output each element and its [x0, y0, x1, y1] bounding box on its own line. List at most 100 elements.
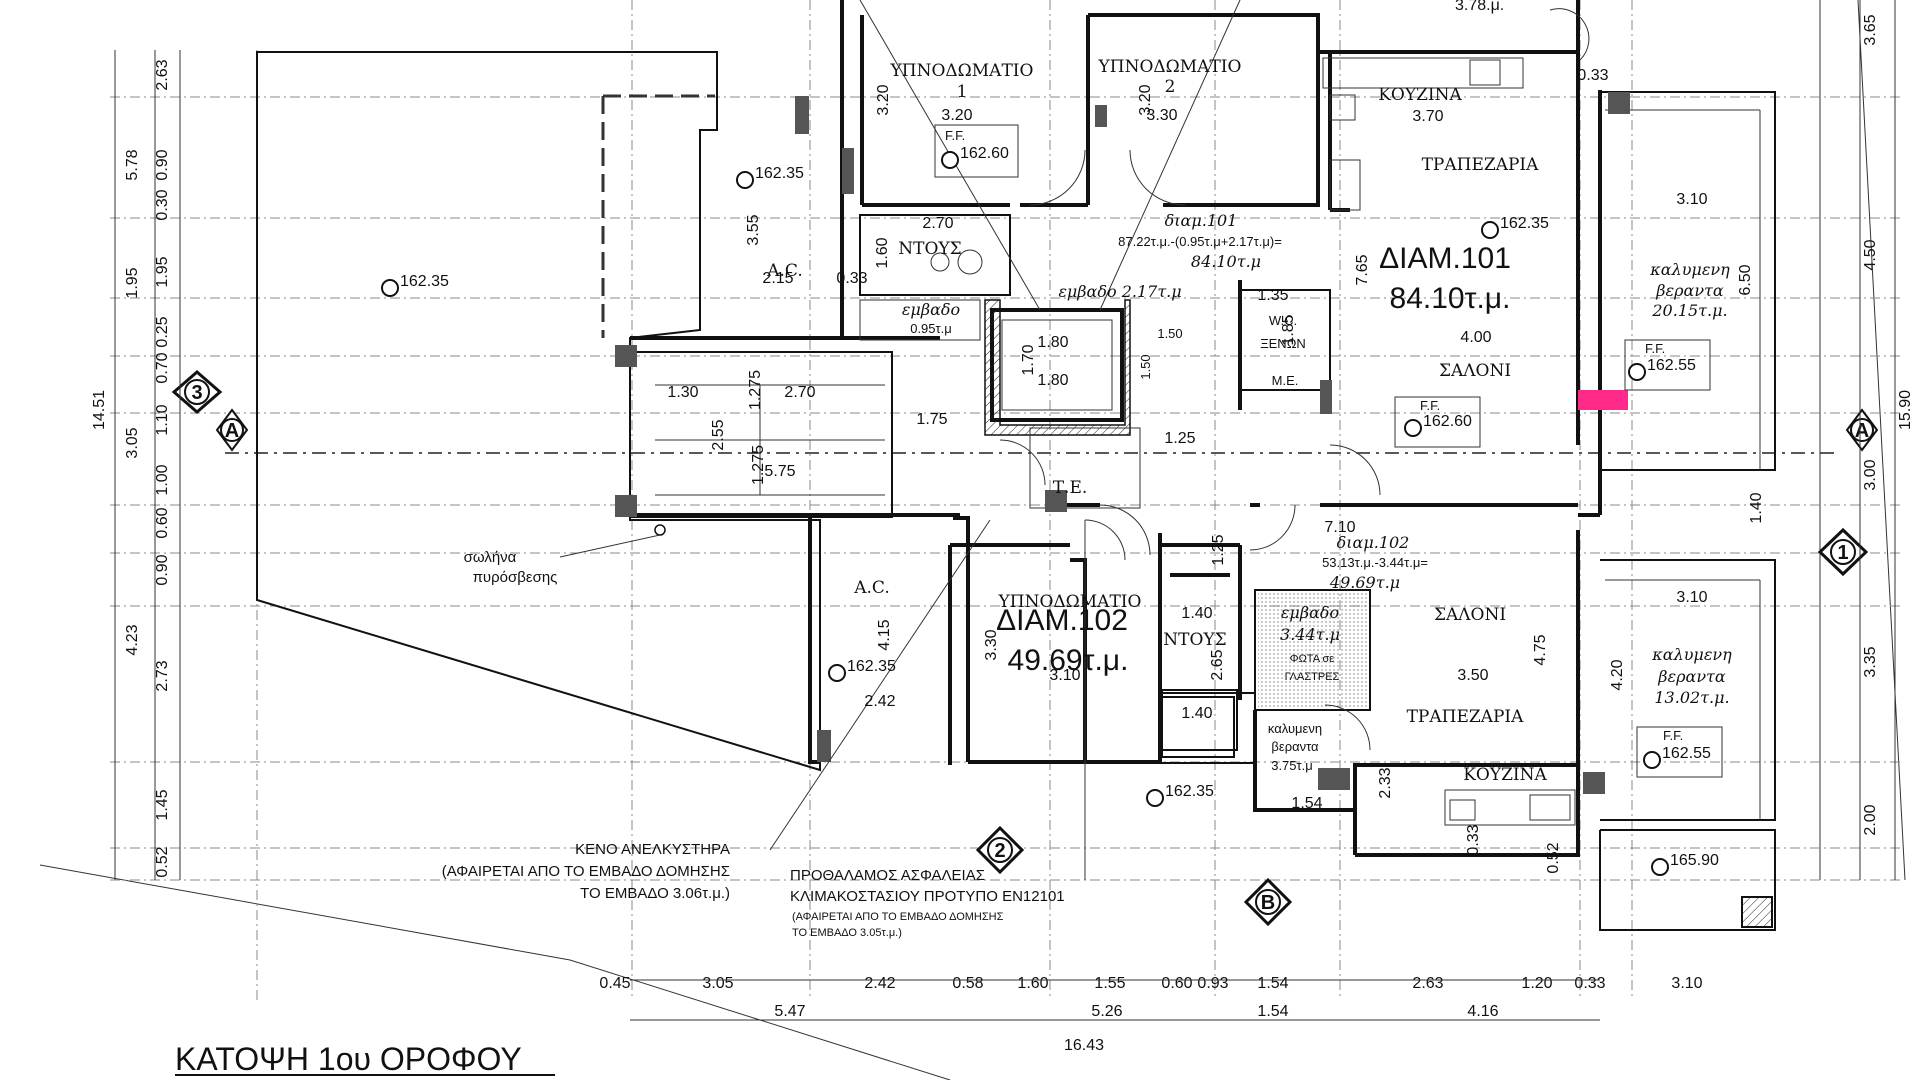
level-value: 162.35	[1500, 215, 1549, 232]
dimension-value: 0.58	[952, 975, 983, 992]
level-value: 162.35	[755, 165, 804, 182]
top-cut-dimension: 3.78.μ.	[1455, 0, 1504, 14]
dimension-value: 1.20	[1521, 975, 1552, 992]
dim-stair-175: 1.75	[916, 411, 947, 428]
lobby-note-2: ΚΛΙΜΑΚΟΣΤΑΣΙΟΥ ΠΡΟΤΥΠΟ ΕΝ12101	[790, 888, 1065, 905]
level-value: 162.35	[847, 658, 896, 675]
level-markers: F.F. 162.60 162.35 162.35 162.35 F.F. 16…	[381, 124, 1723, 876]
dimension-value: 5.26	[1091, 1003, 1122, 1020]
level-marker-1: F.F. 162.60	[934, 124, 1019, 178]
dim-dining-765: 7.65	[1354, 254, 1371, 285]
ff-label: F.F.	[1420, 398, 1440, 413]
highlight-marker	[1578, 390, 1628, 410]
small-area-notes: εμβαδο 0.95τ.μ εμβαδο 2.17τ.μ εμβαδο 3.4…	[902, 282, 1340, 683]
lobby-note-3: (ΑΦΑΙΡΕΤΑΙ ΑΠΟ ΤΟ ΕΜΒΑΔΟ ΔΟΜΗΣΗΣ	[792, 911, 1004, 923]
dim-stair-1275b: 1.275	[750, 445, 767, 485]
dim-living2-350: 3.50	[1457, 667, 1488, 684]
apartment-101-note-1: διαμ.101	[1165, 211, 1238, 230]
dim-veranda2-420: 4.20	[1609, 659, 1626, 690]
axis-marker-b: B	[1243, 877, 1293, 927]
dim-bedroom3-310: 3.10	[1049, 667, 1080, 684]
dimension-value: 1.95	[124, 267, 141, 298]
dim-stair-575: 5.75	[764, 463, 795, 480]
dim-lift-170: 1.70	[1020, 344, 1037, 375]
apartment-102-note-1: διαμ.102	[1337, 533, 1410, 552]
dim-stair-130: 1.30	[667, 384, 698, 401]
veranda-small-label-1: καλυμενη	[1268, 721, 1322, 736]
veranda-labels: καλυμενη βεραντα 20.15τ.μ. καλυμενη βερα…	[1268, 260, 1732, 773]
pipe-note-2: πυρόσβεσης	[473, 569, 558, 586]
dim-shower-270: 2.70	[922, 215, 953, 232]
level-value: 162.35	[400, 273, 449, 290]
apartment-102-note-3: 49.69τ.μ	[1329, 573, 1400, 592]
ff-label: F.F.	[945, 128, 965, 143]
axis-marker-a-right: A	[1845, 408, 1879, 452]
dimension-value: 0.90	[154, 149, 171, 180]
dimension-value: 1.54	[1257, 1003, 1288, 1020]
axis-label: 3	[191, 382, 202, 404]
veranda-small-label-2: βεραντα	[1271, 739, 1319, 754]
dimension-value: 3.05	[702, 975, 733, 992]
level-value: 162.60	[1423, 413, 1472, 430]
apartment-101-note-3: 84.10τ.μ	[1191, 252, 1261, 271]
apartment-101-name: ΔΙΑΜ.101	[1379, 242, 1511, 275]
room-me: Μ.Ε.	[1272, 373, 1299, 388]
dim-ac-215: 2.15	[762, 270, 793, 287]
dim-corridor-125b: 1.25	[1210, 534, 1227, 565]
level-value: 162.55	[1662, 745, 1711, 762]
room-bedroom-2-label: ΥΠΝΟΔΩΜΑΤΙΟ	[1098, 57, 1242, 77]
axis-marker-2: 2	[975, 825, 1025, 875]
apartment-101-note-2: 87.22τ.μ.-(0.95τ.μ+2.17τ.μ)=	[1118, 234, 1282, 249]
dim-bedroom2-width: 3.30	[1146, 107, 1177, 124]
axis-label: 2	[994, 840, 1005, 862]
dimension-value: 0.25	[154, 316, 171, 347]
dimension-value: 3.10	[1671, 975, 1702, 992]
room-bedroom-1-label: ΥΠΝΟΔΩΜΑΤΙΟ	[890, 61, 1034, 81]
dim-lift-150a: 1.50	[1157, 326, 1182, 341]
level-value: 165.90	[1670, 852, 1719, 869]
apartment-101-area: 84.10τ.μ.	[1390, 282, 1511, 315]
dim-total-left: 14.51	[91, 390, 108, 430]
dimension-chain-right-inner: 3.654.503.003.352.00	[1862, 14, 1879, 835]
dim-living2-475: 4.75	[1532, 634, 1549, 665]
axis-markers: A 3 A 1 2 B	[171, 370, 1879, 927]
axis-label: A	[1855, 420, 1869, 442]
level-marker-2: 162.35	[736, 165, 804, 189]
dimension-value: 0.60	[154, 507, 171, 538]
dim-bedroom2-height: 3.20	[1137, 84, 1154, 115]
dimension-value: 2.63	[1412, 975, 1443, 992]
dimension-chain-left-mid: 5.781.953.054.23	[124, 149, 141, 655]
dimension-value: 4.50	[1862, 239, 1879, 270]
site-boundary	[39, 0, 1906, 1080]
lift-note-3: ΤΟ ΕΜΒΑΔΟ 3.06τ.μ.)	[580, 885, 730, 902]
embado-1-value: 0.95τ.μ	[910, 321, 952, 336]
dim-total-bottom: 16.43	[1064, 1037, 1104, 1054]
ff-label: F.F.	[1663, 728, 1683, 743]
veranda-top-label-2: βεραντα	[1655, 281, 1724, 300]
veranda-top-area: 20.15τ.μ.	[1651, 301, 1727, 320]
fota-label-2: ΓΛΑΣΤΡΕΣ	[1285, 671, 1340, 683]
dim-lift-180b: 1.80	[1037, 372, 1068, 389]
ff-label: F.F.	[1645, 341, 1665, 356]
level-marker-8: 162.35	[1146, 783, 1214, 807]
apartment-labels: ΔΙΑΜ.101 84.10τ.μ. διαμ.101 87.22τ.μ.-(0…	[996, 211, 1511, 677]
level-value: 162.55	[1647, 357, 1696, 374]
dim-shower2-140a: 1.40	[1181, 605, 1212, 622]
dim-wc-185: 1.85	[1280, 314, 1297, 345]
dimension-value: 0.30	[154, 189, 171, 220]
dim-lift-150b: 1.50	[1138, 354, 1153, 379]
dim-ac-033: 0.33	[836, 270, 867, 287]
level-marker-6: F.F. 162.60	[1394, 396, 1481, 448]
embado-3-label: εμβαδο	[1281, 603, 1339, 622]
terrace-outline	[256, 51, 821, 772]
level-value: 162.35	[1165, 783, 1214, 800]
veranda-bottom-label-1: καλυμενη	[1651, 645, 1732, 664]
lobby-note-1: ΠΡΟΘΑΛΑΜΟΣ ΑΣΦΑΛΕΙΑΣ	[790, 867, 985, 884]
dim-shower2-140b: 1.40	[1181, 705, 1212, 722]
dimension-value: 4.23	[124, 624, 141, 655]
axis-marker-a-left: A	[215, 408, 249, 452]
dim-kitchen2-033: 0.33	[1465, 824, 1482, 855]
dim-ac2-415: 4.15	[876, 619, 893, 650]
dimension-value: 1.54	[1257, 975, 1288, 992]
